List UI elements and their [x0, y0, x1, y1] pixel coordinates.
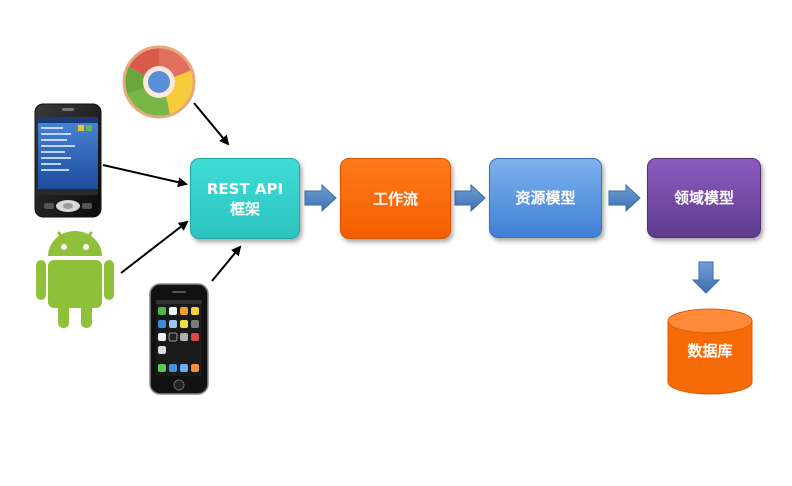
- domain-model-node: 领域模型: [647, 158, 761, 238]
- chrome-browser-icon: [122, 45, 196, 119]
- arrow-chrome-to-rest: [193, 102, 230, 146]
- database-label: 数据库: [687, 342, 733, 360]
- workflow-node: 工作流: [340, 158, 451, 239]
- database-cylinder: [667, 308, 753, 395]
- arrow-rest-to-workflow: [304, 183, 337, 213]
- arrow-iphone-to-rest: [211, 245, 242, 282]
- iphone-icon: [149, 283, 209, 395]
- arrow-winmobile-to-rest: [102, 164, 188, 188]
- arrow-android-to-rest: [120, 220, 189, 274]
- client-arrows: [102, 102, 242, 282]
- windows-mobile-phone-icon: [34, 103, 102, 218]
- flow-arrows: [304, 183, 721, 294]
- rest-api-framework-node: REST API 框架: [190, 158, 300, 239]
- arrow-workflow-to-resource: [454, 183, 486, 213]
- arrow-domain-to-database: [691, 261, 721, 294]
- arrow-resource-to-domain: [608, 183, 641, 213]
- resource-model-node: 资源模型: [489, 158, 602, 238]
- android-robot-icon: [36, 231, 114, 328]
